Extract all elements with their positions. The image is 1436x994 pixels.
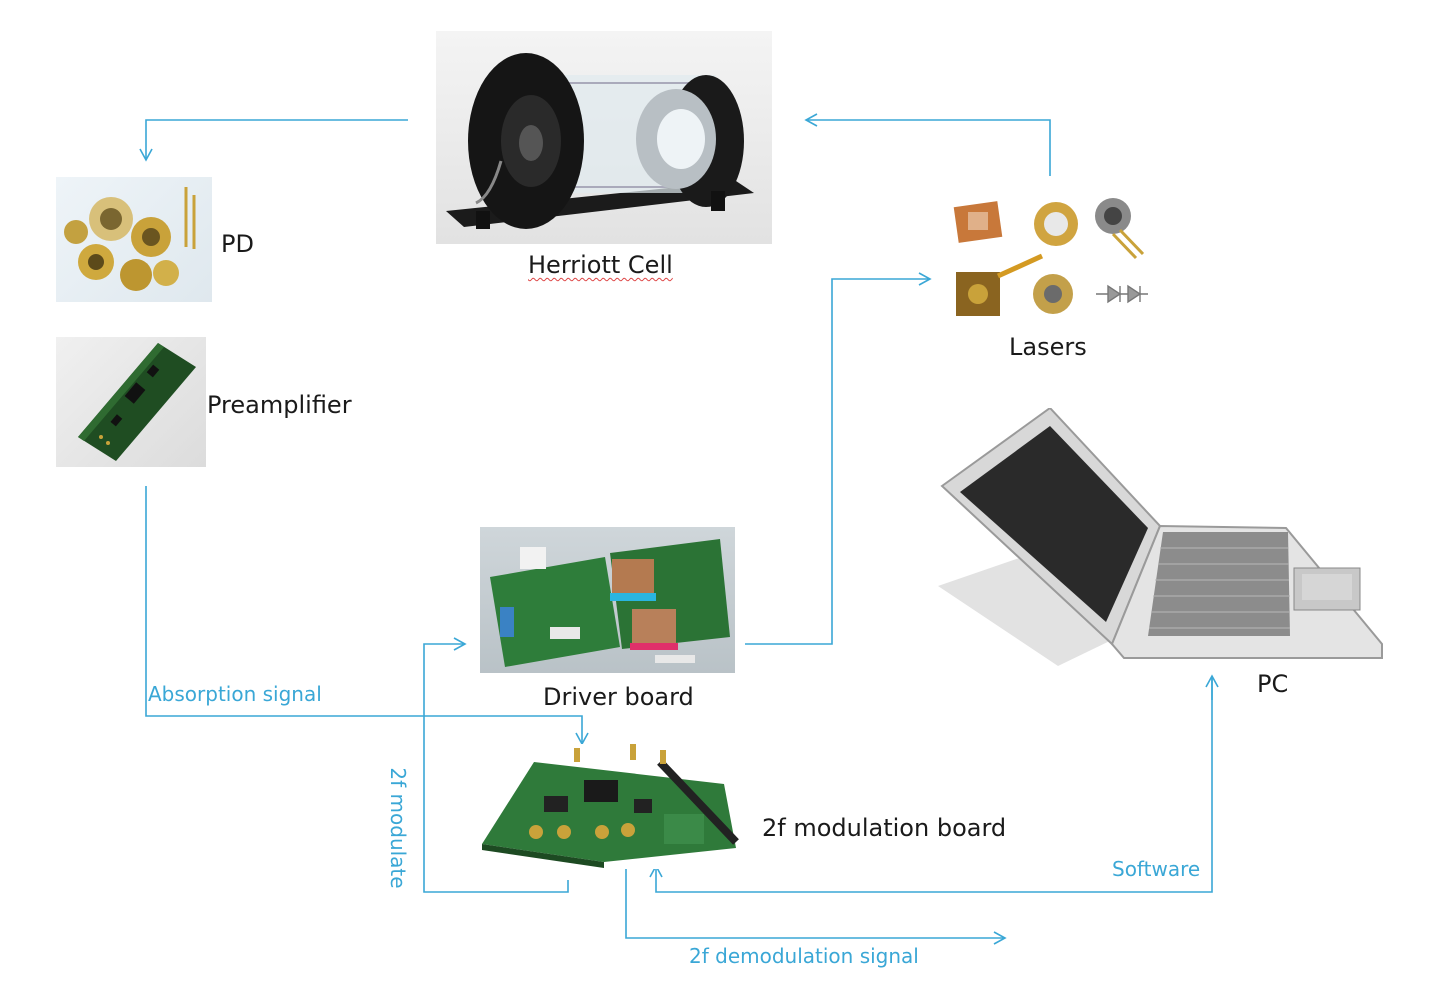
absorption-signal-label: Absorption signal	[148, 682, 322, 706]
arrow-driver-to-lasers	[745, 272, 932, 645]
lasers-label: Lasers	[1009, 333, 1087, 361]
pd-image	[56, 177, 212, 302]
arrow-modboard-to-driver	[423, 637, 569, 893]
driver-board-image	[480, 527, 735, 673]
driver-board-label: Driver board	[543, 683, 694, 711]
lasers-image	[948, 190, 1152, 324]
pd-label: PD	[221, 230, 254, 258]
pc-laptop-image	[938, 408, 1384, 668]
modulate-label: 2f modulate	[386, 767, 410, 889]
arrow-pc-to-modboard	[649, 678, 1213, 893]
herriott-cell-image	[436, 31, 772, 244]
arrow-herriott-to-pd	[139, 119, 408, 162]
pc-label: PC	[1257, 670, 1289, 698]
modulation-board-image	[474, 744, 744, 869]
modulation-board-label: 2f modulation board	[762, 814, 1007, 842]
arrow-demodulation-out	[625, 866, 1007, 945]
arrow-lasers-to-herriott	[804, 113, 1051, 176]
software-label: Software	[1112, 857, 1201, 881]
preamplifier-image	[56, 337, 206, 467]
arrow-preamp-to-modboard	[145, 486, 589, 746]
herriott-cell-label: Herriott Cell	[528, 251, 673, 279]
demodulation-signal-label: 2f demodulation signal	[689, 944, 919, 968]
preamplifier-label: Preamplifier	[207, 391, 352, 419]
